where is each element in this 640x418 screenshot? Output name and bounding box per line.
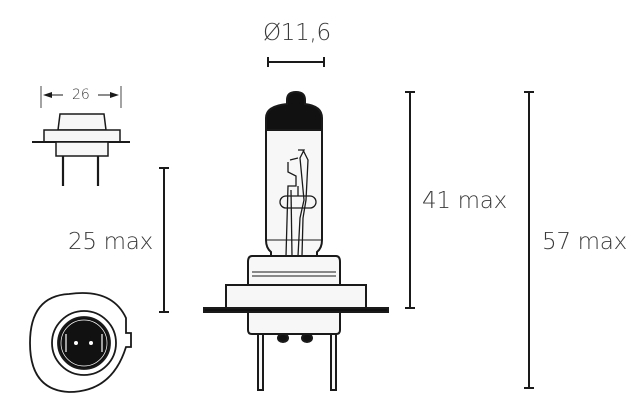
front-view	[29, 292, 132, 393]
pin-height-dimension-bar	[159, 167, 169, 313]
pin-height-label: 25 max	[68, 229, 153, 255]
main-bulb	[203, 90, 389, 391]
glass-height-dimension-bar	[405, 91, 415, 309]
base-width-label: 26	[72, 87, 90, 103]
glass-height-label: 41 max	[422, 188, 507, 214]
side-view	[32, 86, 130, 186]
total-height-label: 57 max	[542, 229, 627, 255]
total-height-dimension-bar	[524, 91, 534, 389]
diameter-label: Ø11,6	[263, 20, 331, 46]
diameter-dimension-bar	[267, 57, 325, 67]
